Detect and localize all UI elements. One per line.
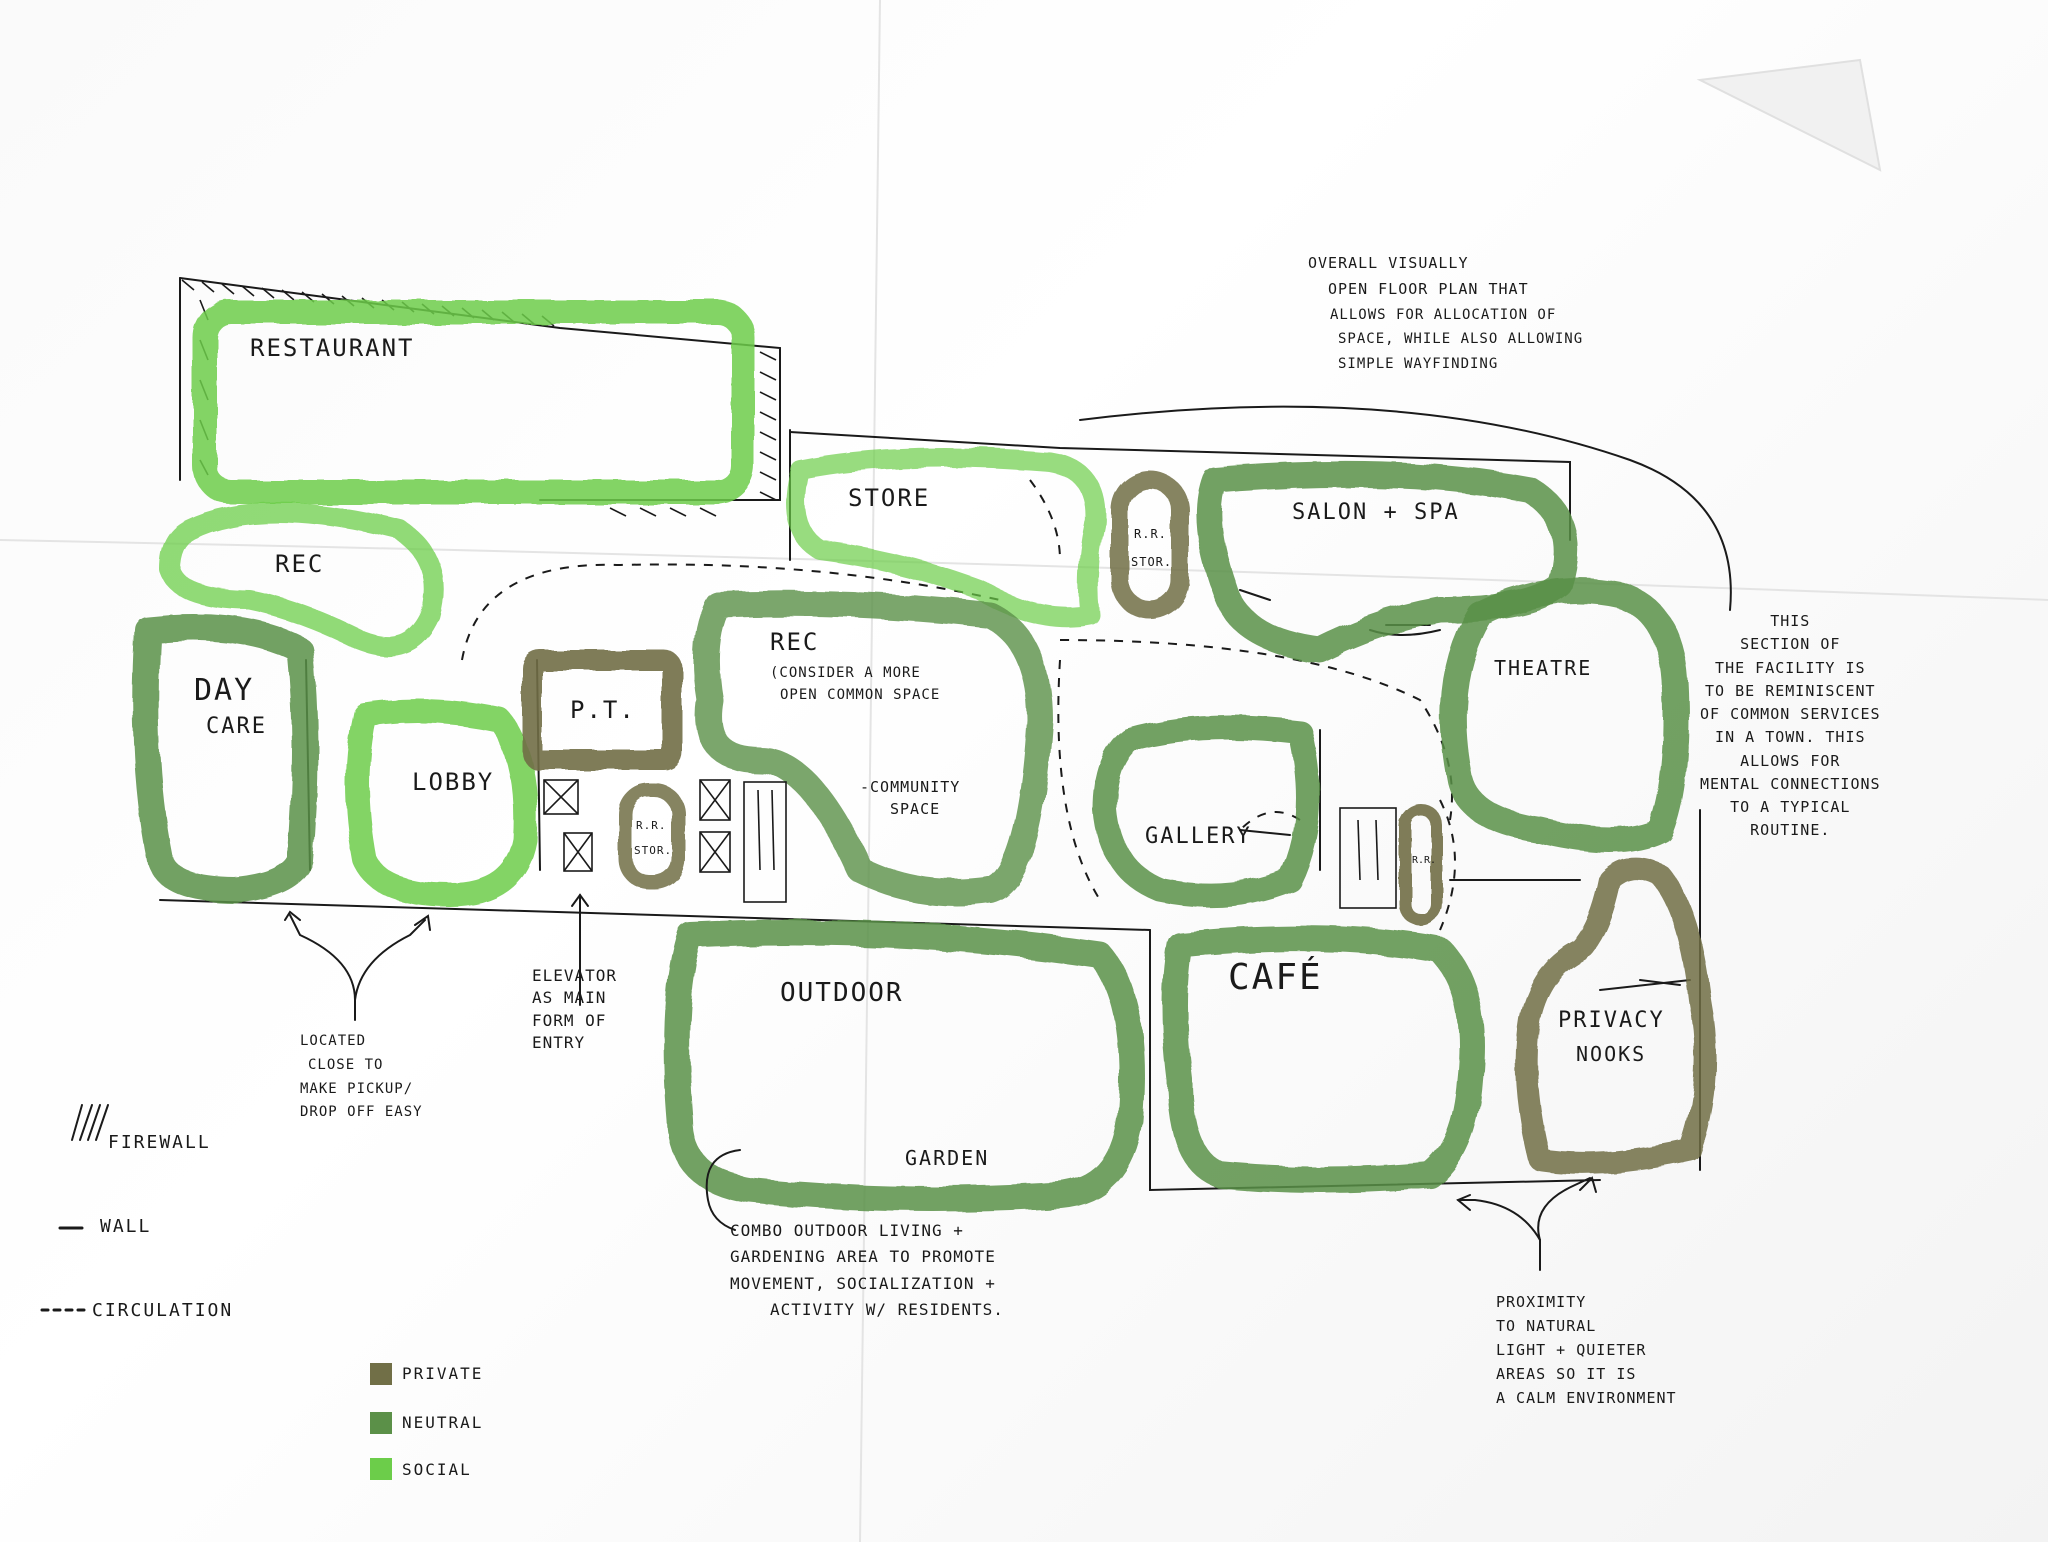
located-note-line-4: drop off easy (300, 1101, 423, 1125)
combo-note-line-3: movement, socialization + (730, 1271, 1004, 1297)
located-note-line-2: close to (300, 1054, 423, 1078)
section-note-line-6: in a town. This (1700, 726, 1881, 749)
day-care-wash (146, 628, 305, 891)
rr-stor-left-label-2: Stor. (634, 845, 672, 856)
legend-marks (42, 1105, 108, 1310)
section-note-line-5: of common services (1700, 703, 1881, 726)
section-note-line-10: routine. (1700, 819, 1881, 842)
legend-social-swatch (370, 1458, 392, 1480)
legend-private-swatch (370, 1363, 392, 1385)
overall-note-line-5: simple wayfinding (1308, 352, 1583, 377)
combo-note-line-2: gardening area to promote (730, 1244, 1004, 1270)
gallery-label: Gallery (1145, 826, 1252, 848)
combo-note: Combo outdoor living + gardening area to… (730, 1218, 1004, 1324)
located-note-line-3: make pickup/ (300, 1078, 423, 1102)
overall-note-line-4: space, while also allowing (1308, 327, 1583, 352)
legend-private-label: Private (402, 1366, 483, 1382)
section-note-line-7: allows for (1700, 750, 1881, 773)
combo-note-line-4: activity w/ residents. (730, 1297, 1004, 1323)
lobby-wash (358, 711, 526, 895)
rr-stor-top-label-1: R.R. (1134, 528, 1167, 540)
theatre-wash (1453, 591, 1676, 841)
combo-note-line-1: Combo outdoor living + (730, 1218, 1004, 1244)
legend-neutral-label: Neutral (402, 1415, 483, 1431)
salon-spa-label: Salon + Spa (1292, 502, 1460, 524)
outdoor-label: Outdoor (780, 980, 904, 1006)
day-care-label-2: Care (206, 716, 267, 738)
section-note-line-9: to a typical (1700, 796, 1881, 819)
cafe-wash (1175, 939, 1472, 1180)
overall-note: Overall visually open floor plan that al… (1308, 250, 1583, 376)
rec-main-wash (706, 604, 1040, 893)
lobby-label: Lobby (412, 770, 494, 794)
elevator-note-line-3: form of (532, 1010, 617, 1032)
community-label-2: space (890, 802, 940, 817)
section-note-line-1: This (1700, 610, 1881, 633)
section-note-line-3: the facility is (1700, 657, 1881, 680)
store-label: Store (848, 486, 930, 510)
legend-wall-label: Wall (100, 1218, 151, 1236)
rec-note-1: (Consider a more (770, 666, 921, 680)
legend-neutral-swatch (370, 1412, 392, 1434)
rr-stor-top-wash (1120, 480, 1180, 610)
proximity-note-line-4: areas so it is (1496, 1362, 1677, 1386)
restaurant-label: Restaurant (250, 336, 415, 360)
proximity-note: Proximity to natural light + quieter are… (1496, 1290, 1677, 1410)
legend-firewall-label: Firewall (108, 1134, 211, 1152)
rr-stor-top-label-2: Stor. (1131, 556, 1172, 568)
privacy-nooks-label-1: Privacy (1558, 1010, 1665, 1032)
privacy-nooks-label-2: Nooks (1576, 1044, 1646, 1064)
proximity-note-line-3: light + quieter (1496, 1338, 1677, 1362)
overall-note-line-2: open floor plan that (1308, 276, 1583, 302)
elevator-note-line-2: as main (532, 987, 617, 1009)
section-note: This section of the facility is to be re… (1700, 610, 1881, 843)
legend-social-label: Social (402, 1462, 472, 1478)
section-note-line-8: mental connections (1700, 773, 1881, 796)
day-care-label-1: Day (194, 676, 254, 706)
proximity-note-line-2: to natural (1496, 1314, 1677, 1338)
cafe-label: Café (1228, 960, 1323, 996)
rec-top-label: Rec (275, 552, 324, 576)
elevator-note-line-1: Elevator (532, 965, 617, 987)
rec-main-label: Rec (770, 630, 819, 654)
overall-note-line-3: allows for allocation of (1308, 303, 1583, 328)
rec-note-2: open common space (780, 688, 940, 702)
proximity-note-line-1: Proximity (1496, 1290, 1677, 1314)
section-note-line-4: to be reminiscent (1700, 680, 1881, 703)
community-label-1: -Community (860, 780, 960, 795)
located-note-line-1: Located (300, 1030, 423, 1054)
overall-note-line-1: Overall visually (1308, 250, 1583, 276)
located-note: Located close to make pickup/ drop off e… (300, 1030, 423, 1125)
section-note-line-2: section of (1700, 633, 1881, 656)
rr-stor-left-label-1: R.R. (636, 820, 667, 831)
legend-circulation-label: Circulation (92, 1302, 233, 1320)
garden-label: Garden (905, 1148, 989, 1168)
rr-right-label: R.R. (1412, 856, 1436, 866)
elevator-note: Elevator as main form of entry (532, 965, 617, 1055)
rr-stor-left-wash (625, 790, 678, 882)
pt-label: P.T. (570, 698, 636, 722)
theatre-label: Theatre (1494, 658, 1592, 678)
proximity-note-line-5: a calm environment (1496, 1386, 1677, 1410)
elevator-note-line-4: entry (532, 1032, 617, 1054)
